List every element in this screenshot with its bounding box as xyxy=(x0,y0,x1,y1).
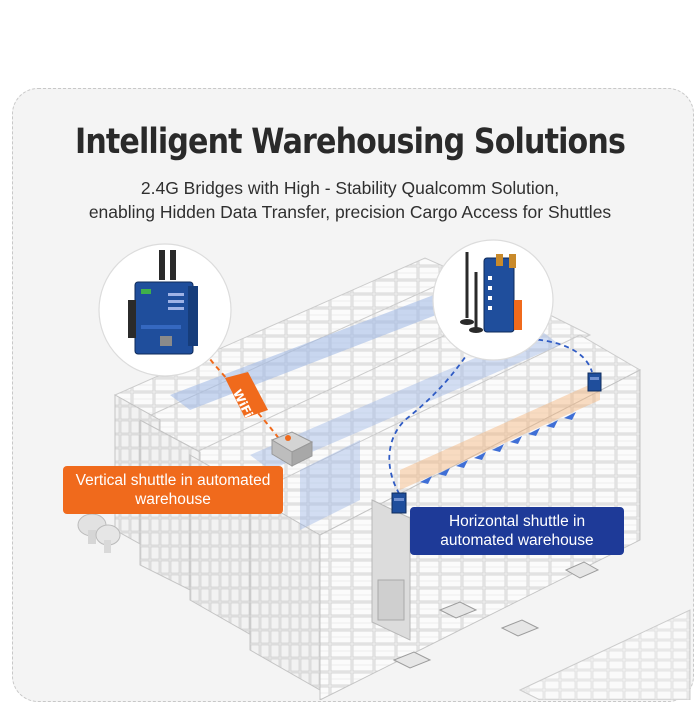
shuttle-direction-arrows xyxy=(420,412,576,484)
subtitle-line-1: 2.4G Bridges with High - Stability Qualc… xyxy=(140,178,560,198)
lift-column xyxy=(371,499,411,641)
callout-horizontal-shuttle: Horizontal shuttle in automated warehous… xyxy=(410,507,624,555)
router-inset-left xyxy=(98,243,232,377)
link-left-dashed xyxy=(388,349,471,496)
wifi-tag xyxy=(225,372,268,418)
router-inset-right xyxy=(432,239,554,361)
horizontal-zone xyxy=(400,380,600,490)
floor-markers-left xyxy=(77,513,121,553)
router-on-rack-left xyxy=(391,492,407,514)
page-title: Intelligent Warehousing Solutions xyxy=(74,122,626,162)
callout-vertical-shuttle: Vertical shuttle in automated warehouse xyxy=(63,466,283,514)
subtitle-line-2: enabling Hidden Data Transfer, precision… xyxy=(88,202,612,222)
floor-shuttles xyxy=(392,561,600,669)
floor-racks-right xyxy=(518,609,691,700)
router-on-rack-right xyxy=(587,372,602,392)
vertical-shuttle xyxy=(270,431,314,467)
